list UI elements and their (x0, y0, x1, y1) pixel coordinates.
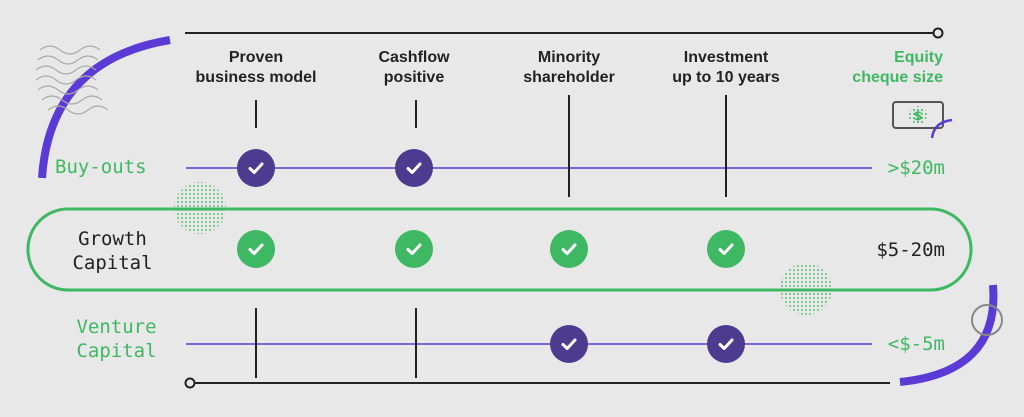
decor-arc-top-left (38, 36, 171, 179)
check-icon (561, 338, 577, 350)
decor-waves (35, 45, 109, 115)
check-icon (561, 243, 577, 255)
check-growth-capital-col1 (237, 230, 275, 268)
size-label-buyouts: >$20m (887, 157, 945, 179)
decor-ring-right (971, 304, 1003, 336)
size-label-venture-capital: <$-5m (887, 333, 945, 355)
check-growth-capital-col2 (395, 230, 433, 268)
check-icon (248, 243, 264, 255)
check-venture-capital-col4 (707, 325, 745, 363)
dollar-bill-icon: $ (892, 101, 953, 139)
check-icon (718, 243, 734, 255)
decor-arc-bottom-right (899, 284, 998, 386)
check-venture-capital-col3 (550, 325, 588, 363)
check-icon (248, 162, 264, 174)
check-growth-capital-col4 (707, 230, 745, 268)
check-icon (406, 243, 422, 255)
top-rail-end (932, 27, 944, 39)
check-growth-capital-col3 (550, 230, 588, 268)
check-icon (718, 338, 734, 350)
growth-capital-pill (26, 207, 973, 292)
svg-text:$: $ (913, 109, 922, 124)
check-buyouts-col2 (395, 149, 433, 187)
check-buyouts-col1 (237, 149, 275, 187)
check-icon (406, 162, 422, 174)
size-label-growth-capital: $5-20m (876, 239, 945, 261)
row-label-buyouts: Buy-outs (55, 156, 147, 178)
bottom-rail-start (184, 377, 196, 389)
